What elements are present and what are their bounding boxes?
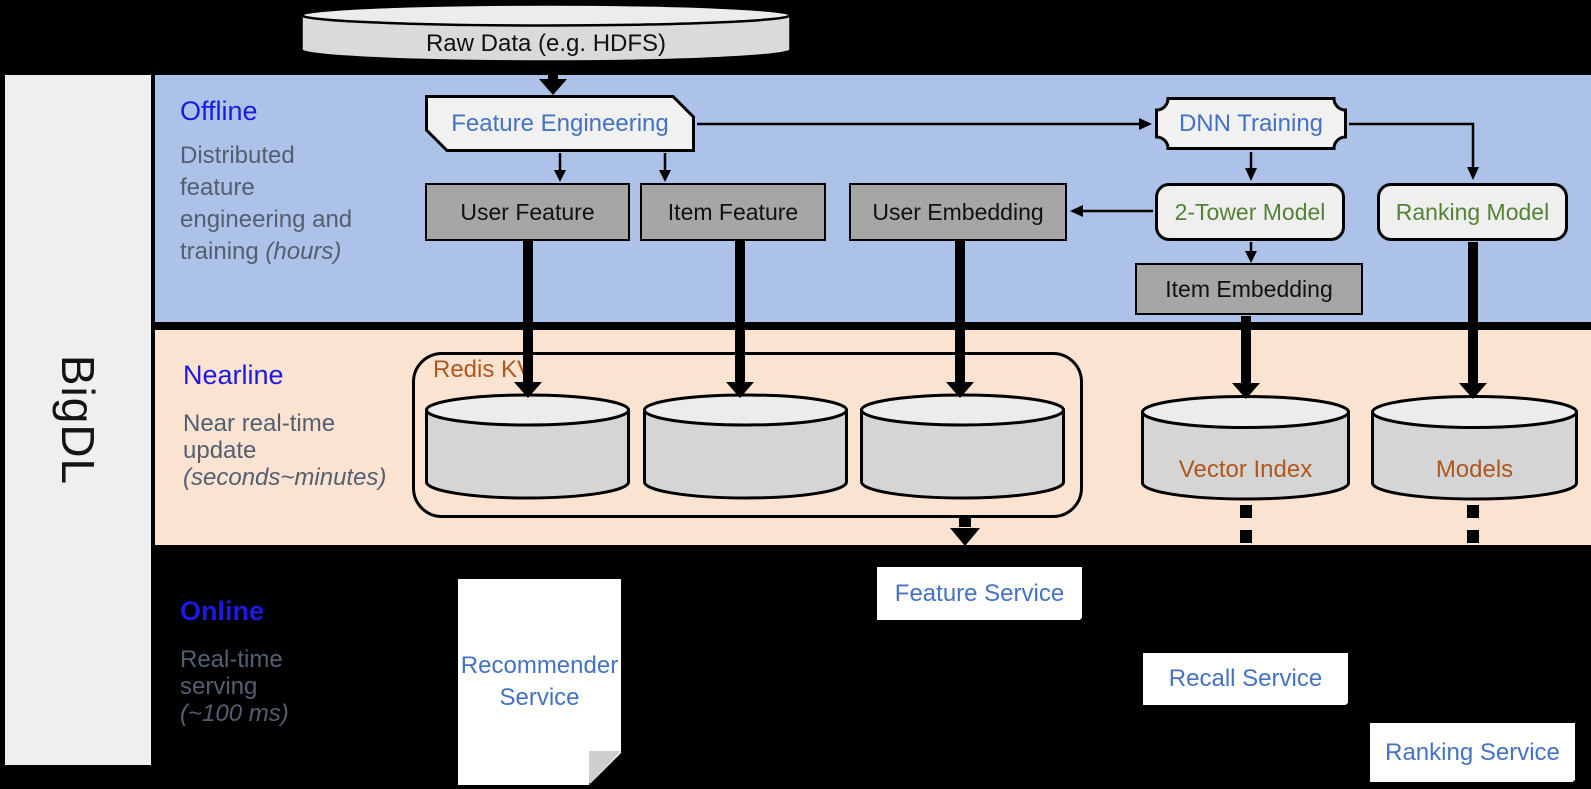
online-title: Online xyxy=(180,596,265,626)
node-dnn-training: DNN Training xyxy=(1155,97,1347,150)
nearline-desc-line: Near real-time xyxy=(183,410,336,437)
node-item-embedding: Item Embedding xyxy=(1135,263,1363,315)
offline-desc-line: training (hours) xyxy=(180,238,342,265)
redis-cylinder-3 xyxy=(860,393,1065,500)
node-feature-engineering: Feature Engineering xyxy=(425,95,695,152)
recall-service-label: Recall Service xyxy=(1168,665,1323,692)
dnn-training-label: DNN Training xyxy=(1178,109,1324,137)
node-feature-service: Feature Service xyxy=(877,567,1084,629)
two-tower-model-label: 2-Tower Model xyxy=(1174,198,1326,225)
offline-desc-line: engineering and xyxy=(180,206,353,233)
online-desc-line: Real-time xyxy=(180,646,283,673)
node-user-feature: User Feature xyxy=(425,183,630,241)
cylinder-shape xyxy=(300,3,792,63)
redis-kv-label: Redis KV xyxy=(433,356,534,383)
bigdl-brand-bar: BigDL xyxy=(5,75,151,765)
node-recommender-service: Recommender Service xyxy=(458,579,621,785)
ranking-model-label: Ranking Model xyxy=(1395,198,1550,225)
node-two-tower-model: 2-Tower Model xyxy=(1155,183,1345,241)
item-embedding-label: Item Embedding xyxy=(1165,275,1333,302)
redis-cylinder-1 xyxy=(425,393,630,500)
cylinder-shape xyxy=(860,393,1065,500)
vector-index-label: Vector Index xyxy=(1178,456,1313,483)
node-item-feature: Item Feature xyxy=(640,183,826,241)
redis-cylinder-2 xyxy=(643,393,848,500)
user-embedding-label: User Embedding xyxy=(872,198,1044,225)
nearline-desc-line: (seconds~minutes) xyxy=(183,464,387,491)
feature-engineering-label: Feature Engineering xyxy=(451,109,669,137)
recommender-service-label: Recommender Service xyxy=(460,652,619,711)
double-bracket-shape xyxy=(1155,97,1347,150)
raw-data-store: Raw Data (e.g. HDFS) xyxy=(300,3,792,65)
online-desc-line: (~100 ms) xyxy=(180,700,289,727)
feature-service-label: Feature Service xyxy=(894,579,1065,607)
nearline-title: Nearline xyxy=(183,360,284,390)
page-fold-icon xyxy=(1563,778,1577,789)
node-ranking-service: Ranking Service xyxy=(1370,723,1577,789)
offline-description: Distributed feature engineering and trai… xyxy=(180,140,352,268)
node-recall-service: Recall Service xyxy=(1143,653,1350,714)
offline-title: Offline xyxy=(180,96,258,126)
node-vector-index: Vector Index xyxy=(1141,394,1350,502)
nearline-description: Near real-time update (seconds~minutes) xyxy=(183,410,386,491)
online-desc-line: serving xyxy=(180,673,258,700)
node-ranking-model: Ranking Model xyxy=(1377,183,1568,241)
item-feature-label: Item Feature xyxy=(667,198,799,225)
nearline-desc-line: update xyxy=(183,437,257,464)
page-fold-icon xyxy=(1070,616,1084,629)
online-description: Real-time serving (~100 ms) xyxy=(180,646,289,727)
node-models: Models xyxy=(1371,394,1578,502)
page-fold-icon xyxy=(1336,701,1350,714)
brand-name: BigDL xyxy=(52,354,104,486)
cylinder-shape xyxy=(643,393,848,500)
redis-kv-container xyxy=(412,352,1083,518)
offline-desc-line: Distributed xyxy=(180,142,295,169)
ranking-service-label: Ranking Service xyxy=(1385,738,1560,766)
snip-rect-shape xyxy=(425,95,695,152)
node-user-embedding: User Embedding xyxy=(849,183,1067,241)
page-fold-icon xyxy=(589,751,621,785)
user-feature-label: User Feature xyxy=(460,198,595,225)
raw-data-label: Raw Data (e.g. HDFS) xyxy=(425,30,667,57)
cylinder-shape xyxy=(1141,395,1350,501)
offline-desc-line: feature xyxy=(180,174,255,201)
models-label: Models xyxy=(1435,456,1514,483)
cylinder-shape xyxy=(1371,395,1578,501)
cylinder-shape xyxy=(425,393,630,500)
